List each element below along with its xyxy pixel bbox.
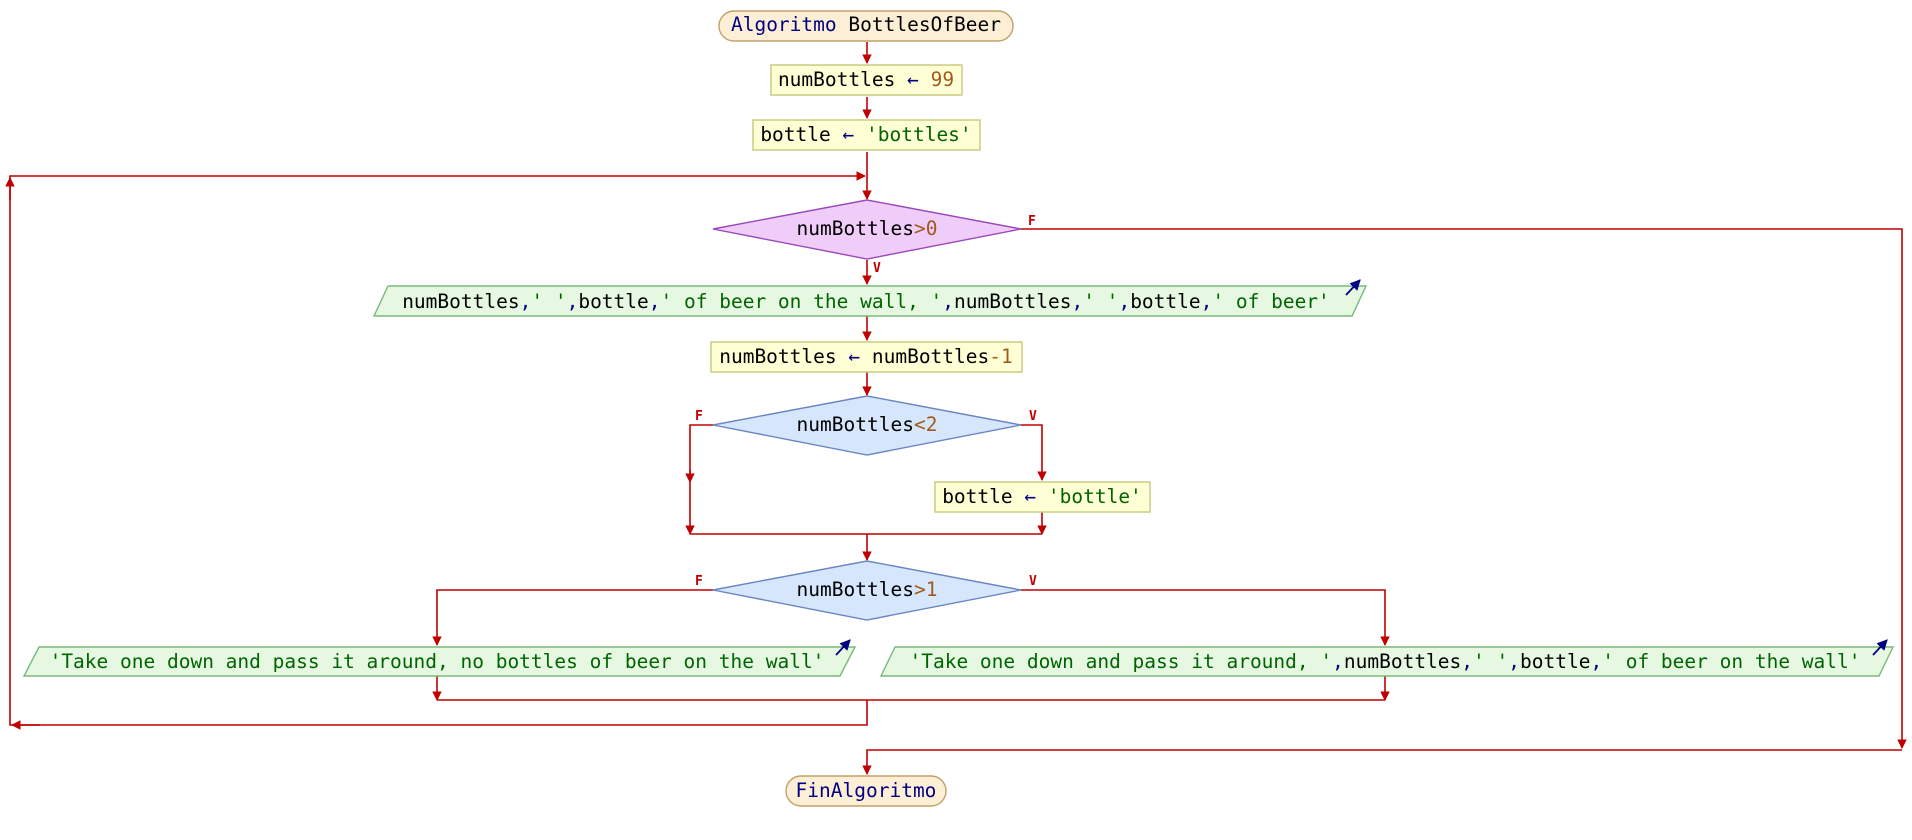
token-separator: , <box>649 290 661 313</box>
output-more-verse-label: 'Take one down and pass it around, ',num… <box>909 650 1860 673</box>
assign-singular-node: bottle ← 'bottle' <box>934 481 1151 513</box>
token-operator: > <box>914 578 926 601</box>
end-label: FinAlgoritmo <box>796 779 937 802</box>
token-number: 1 <box>926 578 938 601</box>
edge-lt2-false-down <box>685 424 713 535</box>
token-string: ' of beer on the wall, ' <box>661 290 943 313</box>
decrement-node: numBottles ← numBottles-1 <box>710 341 1023 373</box>
if-lt2-decision-node: numBottles<2 F V <box>695 395 1037 456</box>
token-identifier: numBottles <box>1344 650 1461 673</box>
end-terminal: FinAlgoritmo <box>785 775 947 807</box>
token-identifier: bottle <box>578 290 648 313</box>
token-separator: , <box>1508 650 1520 673</box>
token-string: ' of beer' <box>1212 290 1329 313</box>
token-identifier: numBottles <box>797 413 914 436</box>
while-true-label: V <box>873 261 881 276</box>
edge-while-false-exit <box>1021 228 1907 749</box>
assign-bottle-node: bottle ← 'bottles' <box>752 119 981 151</box>
output-arrow-icon <box>835 639 851 656</box>
token-string: ' ' <box>1083 290 1118 313</box>
token-separator: , <box>942 290 954 313</box>
token-identifier: numBottles <box>954 290 1071 313</box>
assign-num-bottles-node: numBottles ← 99 <box>770 64 963 96</box>
token-identifier: numBottles <box>719 345 836 368</box>
token-string: ' of beer on the wall' <box>1602 650 1860 673</box>
output-verse-label: numBottles,' ',bottle,' of beer on the w… <box>402 290 1330 313</box>
token-identifier: bottle <box>1130 290 1200 313</box>
token-number: 0 <box>926 217 938 240</box>
lt2-true-label: V <box>1029 409 1037 424</box>
token-arrow: ← <box>831 123 866 146</box>
token-separator: , <box>1590 650 1602 673</box>
token-identifier: numBottles <box>778 68 895 91</box>
if-gt1-label: numBottles>1 <box>797 578 938 601</box>
token-identifier: bottle <box>1520 650 1590 673</box>
while-false-label: F <box>1028 214 1036 229</box>
token-identifier: BottlesOfBeer <box>837 13 1001 36</box>
start-terminal: Algoritmo BottlesOfBeer <box>718 10 1014 42</box>
decrement-label: numBottles ← numBottles-1 <box>719 345 1013 368</box>
output-verse-node: numBottles,' ',bottle,' of beer on the w… <box>372 279 1368 317</box>
token-number: 2 <box>926 413 938 436</box>
token-string: ' ' <box>1473 650 1508 673</box>
edge-gt1-false-to-last <box>432 589 713 646</box>
token-operator: > <box>914 217 926 240</box>
token-number: 99 <box>931 68 954 91</box>
token-separator: , <box>567 290 579 313</box>
token-separator: , <box>1071 290 1083 313</box>
output-last-verse-node: 'Take one down and pass it around, no bo… <box>22 639 857 677</box>
assign-num-bottles-label: numBottles ← 99 <box>778 68 954 91</box>
gt1-true-label: V <box>1029 574 1037 589</box>
token-string: 'Take one down and pass it around, ' <box>909 650 1332 673</box>
token-identifier: bottle <box>942 485 1012 508</box>
start-label: Algoritmo BottlesOfBeer <box>731 13 1001 36</box>
edge-lt2-true-to-assign <box>1021 424 1047 481</box>
assign-bottle-label: bottle ← 'bottles' <box>760 123 971 146</box>
output-last-verse-label: 'Take one down and pass it around, no bo… <box>50 650 825 673</box>
while-decision-label: numBottles>0 <box>797 217 938 240</box>
token-number: 1 <box>1001 345 1013 368</box>
flow-connectors <box>5 42 1907 775</box>
edge-loop-back <box>9 171 868 726</box>
token-string: 'bottles' <box>866 123 972 146</box>
assign-singular-label: bottle ← 'bottle' <box>942 485 1142 508</box>
token-separator: , <box>1118 290 1130 313</box>
token-identifier: numBottles <box>797 217 914 240</box>
edge-gt1-true-to-more <box>1021 589 1390 646</box>
while-decision-node: numBottles>0 F V <box>712 199 1036 276</box>
token-separator: , <box>1201 290 1213 313</box>
lt2-false-label: F <box>695 409 703 424</box>
token-separator: , <box>520 290 532 313</box>
token-operator: < <box>914 413 926 436</box>
token-arrow: ← <box>837 345 872 368</box>
gt1-false-label: F <box>695 574 703 589</box>
token-identifier: numBottles <box>797 578 914 601</box>
token-keyword: Algoritmo <box>731 13 837 36</box>
token-string: 'Take one down and pass it around, no bo… <box>50 650 825 673</box>
token-separator: , <box>1332 650 1344 673</box>
output-more-verse-node: 'Take one down and pass it around, ',num… <box>879 639 1895 677</box>
output-arrow-icon <box>1872 639 1888 656</box>
token-string: 'bottle' <box>1048 485 1142 508</box>
if-gt1-decision-node: numBottles>1 F V <box>695 560 1037 621</box>
token-string: ' ' <box>531 290 566 313</box>
token-arrow: ← <box>1013 485 1048 508</box>
if-lt2-label: numBottles<2 <box>797 413 938 436</box>
token-operator: - <box>989 345 1001 368</box>
token-identifier: bottle <box>760 123 830 146</box>
token-separator: , <box>1461 650 1473 673</box>
token-identifier: numBottles <box>402 290 519 313</box>
edge-exit-to-end <box>862 749 1902 775</box>
token-identifier: numBottles <box>872 345 989 368</box>
token-arrow: ← <box>895 68 930 91</box>
output-arrow-icon <box>1345 279 1361 296</box>
token-keyword: FinAlgoritmo <box>796 779 937 802</box>
